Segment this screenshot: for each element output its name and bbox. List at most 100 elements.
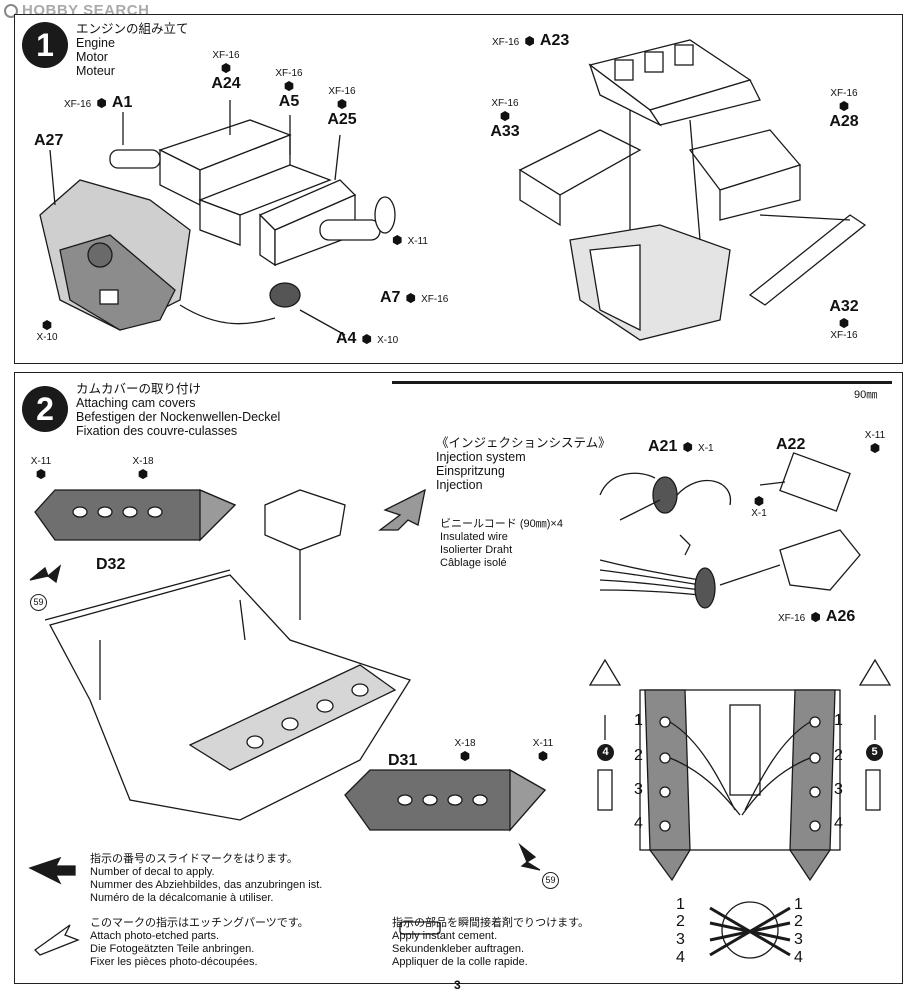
- scale-label: 90㎜: [854, 389, 878, 401]
- cyl-left-4: 4: [634, 815, 643, 832]
- label-d31: D31: [388, 752, 418, 769]
- legend-cement-en: Apply instant cement.: [392, 930, 498, 942]
- paint-hex-icon: ⬢: [459, 749, 471, 763]
- paint-hex-icon: ⬢: [336, 97, 348, 111]
- step1-title-jp: エンジンの組み立て: [76, 22, 189, 36]
- etched-part-badge-5: 5: [866, 744, 883, 761]
- legend-decal-fr: Numéro de la décalcomanie à utiliser.: [90, 892, 274, 904]
- paint-hex-icon: ⬢: [35, 467, 47, 481]
- legend-cement-fr: Appliquer de la colle rapide.: [392, 956, 528, 968]
- paint-hex-icon: ⬢: [838, 316, 850, 330]
- d31-x18-label: X-18 ⬢: [450, 738, 480, 763]
- step1-label-a5: XF-16 ⬢ A5: [271, 68, 307, 111]
- injection-title-jp: 《インジェクションシステム》: [436, 436, 611, 450]
- page-number: 3: [454, 978, 461, 992]
- part-a32: [748, 214, 867, 306]
- paint-hex-icon: ⬢: [392, 233, 403, 247]
- step1-label-a7: A7 ⬢ XF-16: [380, 289, 449, 306]
- wire-note: ビニールコード (90㎜)×4 Insulated wire Isolierte…: [440, 518, 563, 570]
- wire-note-de: Isolierter Draht: [440, 544, 513, 556]
- step2-title-fr: Fixation des couvre-culasses: [76, 424, 238, 438]
- label-a21: A21 ⬢ X-1: [648, 438, 714, 455]
- injection-title-de: Einspritzung: [436, 464, 505, 478]
- step1-label-a27: A27: [34, 132, 64, 149]
- cross-right-4: 4: [794, 949, 803, 966]
- label-a26: XF-16 ⬢ A26: [778, 608, 856, 625]
- paint-hex-icon: ⬢: [96, 96, 107, 110]
- step1-title: エンジンの組み立て Engine Motor Moteur: [76, 22, 189, 78]
- legend-etched-jp: このマークの指示はエッチングパーツです。: [90, 917, 309, 929]
- paint-hex-icon: ⬢: [810, 610, 821, 624]
- cross-right-2: 2: [794, 913, 803, 930]
- legend-cement-de: Sekundenkleber auftragen.: [392, 943, 525, 955]
- step2-title: カムカバーの取り付け Attaching cam covers Befestig…: [76, 382, 280, 438]
- engine-block-step2: [49, 574, 411, 821]
- step2-title-de: Befestigen der Nockenwellen-Deckel: [76, 410, 281, 424]
- part-a1: [109, 149, 161, 169]
- label-a22: A22: [776, 436, 806, 453]
- paint-hex-icon: ⬢: [220, 61, 232, 75]
- step2-title-en: Attaching cam covers: [76, 396, 196, 410]
- paint-hex-icon: ⬢: [838, 99, 850, 113]
- paint-hex-icon: ⬢: [682, 440, 693, 454]
- cyl-right-4: 4: [834, 815, 843, 832]
- d31-x11-label: X-11 ⬢: [528, 738, 558, 763]
- cross-right-1: 1: [794, 896, 803, 913]
- d32-x11-label: X-11 ⬢: [26, 456, 56, 481]
- step2-title-jp: カムカバーの取り付け: [76, 382, 202, 396]
- cyl-left-2: 2: [634, 747, 643, 764]
- cyl-left-1: 1: [634, 712, 643, 729]
- etched-part-badge-4: 4: [597, 744, 614, 761]
- paint-hex-icon: ⬢: [405, 291, 417, 305]
- step1-number-badge: 1: [22, 22, 68, 68]
- step1-label-a24: XF-16 ⬢ A24: [206, 50, 246, 93]
- step1-label-a33: XF-16 ⬢ A33: [488, 98, 522, 141]
- part-a22: [779, 452, 851, 512]
- paint-hex-icon: ⬢: [524, 34, 535, 48]
- paint-hex-icon: ⬢: [41, 318, 53, 332]
- part-a4: [269, 282, 301, 308]
- legend-decal-jp: 指示の番号のスライドマークをはります。: [90, 853, 298, 865]
- step1-label-x10: ⬢ X-10: [30, 318, 64, 343]
- label-d32: D32: [96, 556, 126, 573]
- paint-hex-icon: ⬢: [137, 467, 149, 481]
- paint-hex-icon: ⬢: [537, 749, 549, 763]
- wire-note-fr: Câblage isolé: [440, 557, 507, 569]
- legend-cement: 指示の部品を瞬間接着剤でりつけます。 Apply instant cement.…: [392, 917, 589, 969]
- paint-hex-icon: ⬢: [283, 79, 295, 93]
- cyl-right-1: 1: [834, 712, 843, 729]
- paint-hex-icon: ⬢: [499, 109, 511, 123]
- legend-etched-de: Die Fotogeätzten Teile anbringen.: [90, 943, 255, 955]
- step1-title-fr: Moteur: [76, 64, 115, 78]
- scale-bar: [392, 381, 892, 384]
- step1-label-a1: XF-16 ⬢ A1: [64, 94, 133, 111]
- wire-note-jp: ビニールコード (90㎜)×4: [440, 518, 563, 530]
- step1-label-a32: A32 ⬢ XF-16: [826, 298, 862, 341]
- legend-cement-jp: 指示の部品を瞬間接着剤でりつけます。: [392, 917, 590, 929]
- step1-label-a4: A4 ⬢ X-10: [336, 330, 399, 347]
- legend-etched: このマークの指示はエッチングパーツです。 Attach photo-etched…: [90, 917, 309, 969]
- legend-decal-de: Nummer des Abziehbildes, das anzubringen…: [90, 879, 323, 891]
- paint-hex-icon: ⬢: [753, 494, 765, 508]
- step1-label-a28: XF-16 ⬢ A28: [826, 88, 862, 131]
- wire-note-en: Insulated wire: [440, 531, 508, 543]
- step2-number-badge: 2: [22, 386, 68, 432]
- legend-decal: 指示の番号のスライドマークをはります。 Number of decal to a…: [90, 853, 322, 905]
- legend-etched-fr: Fixer les pièces photo-découpées.: [90, 956, 258, 968]
- injection-title-en: Injection system: [436, 450, 526, 464]
- paint-hex-icon: ⬢: [361, 332, 373, 346]
- cross-right-3: 3: [794, 931, 803, 948]
- part-a26: [779, 529, 861, 591]
- legend-etched-en: Attach photo-etched parts.: [90, 930, 220, 942]
- legend-decal-en: Number of decal to apply.: [90, 866, 215, 878]
- injection-heading: 《インジェクションシステム》 Injection system Einsprit…: [436, 436, 611, 492]
- cross-left-4: 4: [676, 949, 685, 966]
- cross-left-1: 1: [676, 896, 685, 913]
- cyl-right-3: 3: [834, 781, 843, 798]
- step1-label-a23: XF-16 ⬢ A23: [492, 32, 570, 49]
- decal-number-59-left: 59: [30, 594, 47, 611]
- part-a21: [652, 476, 678, 514]
- step1-label-a25: XF-16 ⬢ A25: [322, 86, 362, 129]
